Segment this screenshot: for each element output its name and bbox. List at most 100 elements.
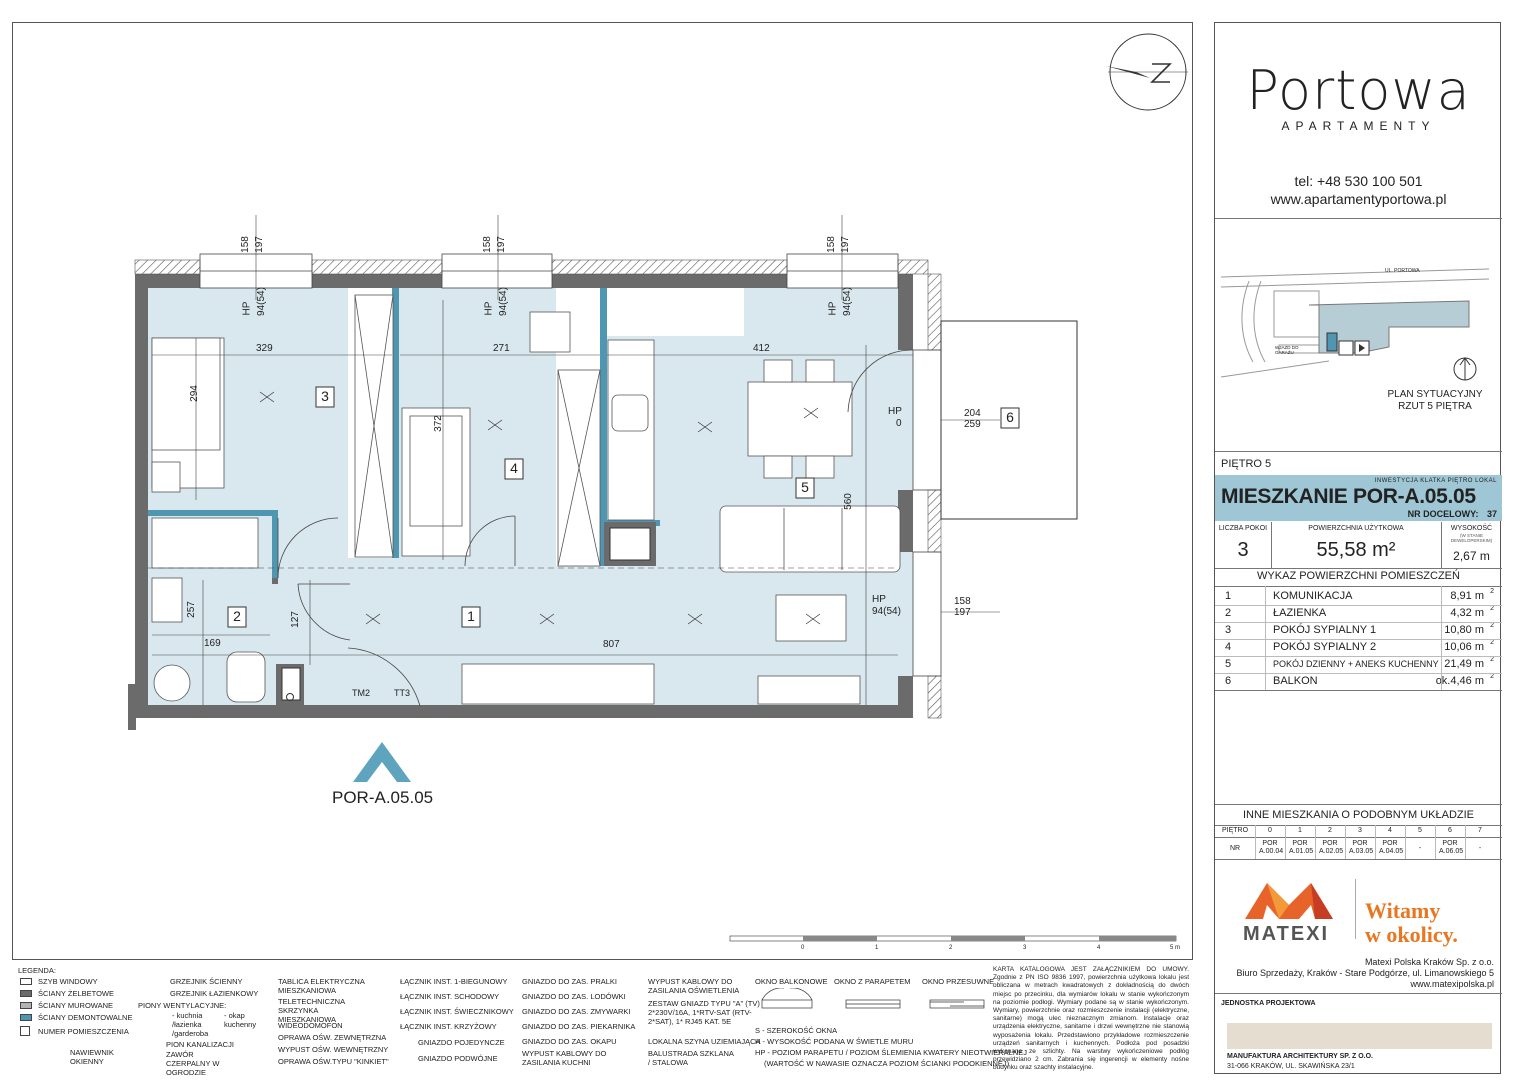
similar-floor: 6	[1448, 827, 1452, 834]
legend-item: /łazienka	[172, 1020, 202, 1029]
legend-item: - kuchnia	[172, 1011, 203, 1020]
room-area: 21,49 m	[1444, 658, 1484, 670]
developer-info: Matexi Polska Kraków Sp. z o.o. Biuro Sp…	[1215, 957, 1502, 990]
slogan: Witamy w okolicy.	[1365, 899, 1458, 947]
room-row: 2 ŁAZIENKA 4,32 m 2	[1215, 605, 1502, 622]
legal-notes: KARTA KATALOGOWA JEST ZAŁĄCZNIKIEM DO UM…	[993, 966, 1189, 1072]
win-dim-158-a: 158	[239, 236, 251, 253]
room-row: 5 POKÓJ DZIENNY + ANEKS KUCHENNY 21,49 m…	[1215, 656, 1502, 673]
legend-item: ŚCIANY DEMONTOWALNE	[38, 1013, 133, 1022]
slogan-line2: w okolicy.	[1365, 922, 1458, 947]
room-number-4: 4	[510, 460, 518, 476]
similar-floor: 3	[1358, 827, 1362, 834]
similar-unit[interactable]: POR A.04.05	[1379, 840, 1404, 855]
hp-label-a: HP	[241, 301, 253, 316]
apartment-title-band	[1215, 475, 1502, 521]
hp-label-east: HP	[872, 594, 886, 605]
website-link[interactable]: www.apartamentyportowa.pl	[1270, 191, 1447, 207]
room-name: POKÓJ SYPIALNY 2	[1273, 641, 1377, 653]
scale-5: 5 m	[1170, 945, 1181, 951]
legend-item: GRZEJNIK ŚCIENNY	[170, 977, 243, 986]
developer-website[interactable]: www.matexipolska.pl	[1410, 979, 1494, 989]
legend-item: GNIAZDO DO ZAS. PIEKARNIKA	[522, 1022, 636, 1031]
room-number-6: 6	[1006, 409, 1014, 425]
legend-item: ZESTAW GNIAZD TYPU "A" (TV) 2*230V/16A, …	[648, 999, 760, 1026]
similar-unit[interactable]: POR A.00.04	[1259, 840, 1284, 855]
architect-name: MANUFAKTURA ARCHITEKTURY SP. Z O.O.	[1227, 1053, 1373, 1060]
similar-floor: 7	[1478, 827, 1482, 834]
dim-127: 127	[289, 611, 301, 628]
room-name: KOMUNIKACJA	[1273, 590, 1353, 602]
room-name: BALKON	[1273, 675, 1318, 687]
developer-office: Biuro Sprzedaży, Kraków - Stare Podgórze…	[1236, 968, 1494, 978]
similar-units-title: INNE MIESZKANIA O PODOBNYM UKŁADZIE	[1242, 809, 1475, 821]
room-area-unit: 2	[1490, 656, 1494, 663]
scale-3: 3	[1023, 945, 1027, 951]
exterior-walls	[135, 274, 913, 718]
phone-number[interactable]: tel: +48 530 100 501	[1294, 173, 1423, 189]
site-caption-line2: RZUT 5 PIĘTRA	[1398, 401, 1472, 412]
room-row: 1 KOMUNIKACJA 8,91 m 2	[1215, 588, 1502, 605]
similar-floor: 1	[1298, 827, 1302, 834]
legend-item: SZYB WINDOWY	[38, 977, 98, 986]
rooms-count-label: LICZBA POKOI	[1218, 525, 1268, 532]
win-dim-158-east: 158	[954, 596, 971, 607]
legend-item: OPRAWA OŚW. ZEWNĘTRZNA	[278, 1033, 387, 1042]
scale-4: 4	[1097, 945, 1101, 951]
height-label: WYSOKOŚĆ	[1450, 525, 1493, 532]
hp-label-b: HP	[483, 301, 495, 316]
room-name: POKÓJ DZIENNY + ANEKS KUCHENNY	[1273, 659, 1439, 669]
win-dim-197-a: 197	[253, 236, 265, 253]
dimension-lines	[152, 215, 1000, 705]
brand-subtitle: APARTAMENTY	[1281, 119, 1436, 133]
room-number-boxes	[227, 386, 1020, 628]
similar-nr-label: NR	[1229, 845, 1241, 852]
legend-item: GNIAZDO DO ZAS. OKAPU	[522, 1037, 617, 1046]
apartment-title: MIESZKANIE POR-A.05.05	[1221, 485, 1476, 508]
win-dim-197-c: 197	[839, 236, 851, 253]
room-area: 10,80 m	[1444, 624, 1484, 636]
rooms-list-title: WYKAZ POWIERZCHNI POMIESZCZEŃ	[1257, 570, 1460, 582]
legend-item: PIONY WENTYLACYJNE:	[138, 1001, 227, 1010]
room-area-unit: 2	[1490, 588, 1494, 595]
dim-271: 271	[493, 343, 510, 354]
dim-169: 169	[204, 638, 221, 649]
similar-unit[interactable]: POR A.01.05	[1289, 840, 1314, 855]
matexi-logo-icon	[1245, 883, 1333, 919]
legend-window-balcony: OKNO BALKONOWE	[755, 977, 828, 986]
floor-label: PIĘTRO 5	[1221, 458, 1272, 470]
scale-0: 0	[801, 945, 805, 951]
site-street-label: UL. PORTOWA	[1385, 268, 1420, 274]
legend-item: NUMER POMIESZCZENIA	[38, 1027, 129, 1036]
legend-item: ŁĄCZNIK INST. ŚWIECZNIKOWY	[400, 1007, 514, 1016]
legend-item: NAWIEWNIK OKIENNY	[70, 1048, 114, 1066]
room-area: ok.4,46 m	[1435, 675, 1484, 687]
legend-item: GNIAZDO DO ZAS. ZMYWARKI	[522, 1007, 631, 1016]
similar-floor: 4	[1388, 827, 1392, 834]
entrance-marker-icon	[353, 742, 411, 782]
nr-value: 37	[1486, 509, 1497, 519]
legend-item: TABLICA ELEKTRYCZNA MIESZKANIOWA	[278, 977, 365, 995]
hp-value-b: 94(54)	[497, 287, 509, 316]
room-number-2: 2	[233, 608, 241, 624]
legend-item: TELETECHNICZNA SKRZYNKA MIESZKANIOWA	[278, 997, 345, 1024]
slogan-line1: Witamy	[1365, 898, 1441, 923]
similar-unit[interactable]: POR A.02.05	[1319, 840, 1344, 855]
architect-logo-band	[1227, 1023, 1492, 1049]
room-number-1: 1	[467, 608, 475, 624]
win-dim-197-b: 197	[495, 236, 507, 253]
room-area: 4,32 m	[1450, 607, 1484, 619]
room-no: 1	[1225, 590, 1232, 602]
legend-item: /garderoba	[172, 1029, 209, 1038]
room-number-3: 3	[321, 388, 329, 404]
scale-1: 1	[875, 945, 879, 951]
similar-unit[interactable]: POR A.06.05	[1439, 840, 1464, 855]
tm2-label: TM2	[352, 688, 370, 698]
similar-unit: -	[1478, 845, 1482, 852]
legend-window-sill: OKNO Z PARAPETEM	[834, 977, 911, 986]
similar-unit[interactable]: POR A.03.05	[1349, 840, 1374, 855]
similar-floor: 5	[1418, 827, 1422, 834]
room-area: 8,91 m	[1450, 590, 1484, 602]
legend-item: ŁĄCZNIK INST. SCHODOWY	[400, 992, 500, 1001]
room-row: 6 BALKON ok.4,46 m 2	[1215, 673, 1502, 690]
